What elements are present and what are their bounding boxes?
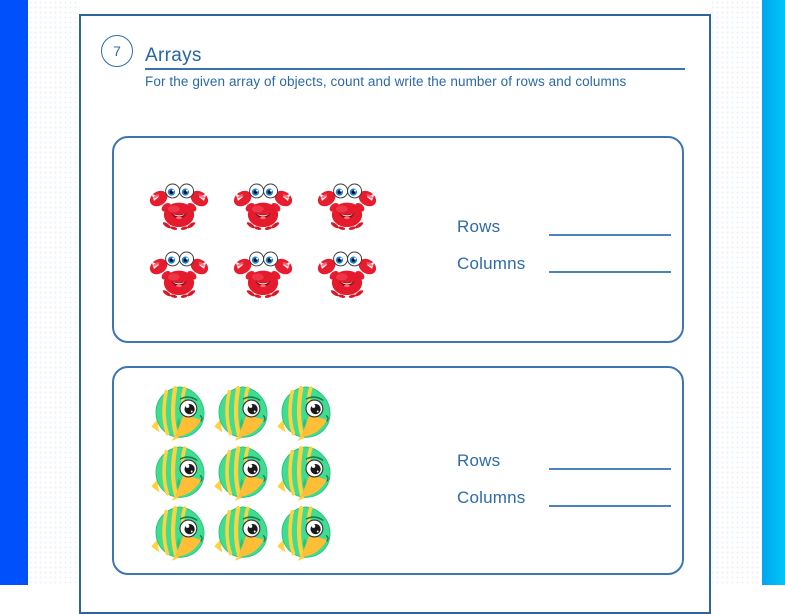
columns-label: Columns: [457, 254, 526, 273]
right-gutter-pattern: [710, 0, 762, 585]
page-title: Arrays: [145, 45, 202, 66]
fish-icon: [150, 504, 210, 562]
fish-icon: [150, 444, 210, 502]
fish-icon: [213, 504, 273, 562]
fish-icon: [213, 444, 273, 502]
fish-icon: [213, 384, 273, 442]
columns-answer-row: Columns: [457, 252, 671, 274]
rows-label: Rows: [457, 217, 501, 236]
instruction-text: For the given array of objects, count an…: [145, 74, 627, 89]
fish-icon: [276, 384, 336, 442]
crab-icon: [147, 178, 211, 233]
rows-answer-blank[interactable]: [549, 450, 671, 470]
columns-answer-row: Columns: [457, 486, 671, 508]
question-number-badge: 7: [101, 35, 133, 67]
right-border-stripe: [762, 0, 785, 585]
worksheet-page: 7 Arrays For the given array of objects,…: [79, 14, 711, 614]
columns-answer-blank[interactable]: [549, 487, 671, 507]
array-box-crabs: Rows Columns: [112, 136, 684, 343]
crab-icon: [231, 246, 295, 301]
rows-answer-blank[interactable]: [549, 216, 671, 236]
rows-answer-row: Rows: [457, 215, 671, 237]
array-box-fish: Rows Columns: [112, 366, 684, 575]
fish-icon: [150, 384, 210, 442]
crab-icon: [315, 246, 379, 301]
title-underline: [145, 68, 685, 70]
crab-icon: [147, 246, 211, 301]
crab-array-grid: [147, 178, 379, 301]
crab-icon: [231, 178, 295, 233]
fish-icon: [276, 444, 336, 502]
rows-label: Rows: [457, 451, 501, 470]
left-border-stripe: [0, 0, 28, 585]
columns-label: Columns: [457, 488, 526, 507]
rows-answer-row: Rows: [457, 449, 671, 471]
left-gutter-pattern: [28, 0, 80, 585]
question-number: 7: [113, 43, 121, 59]
crab-icon: [315, 178, 379, 233]
fish-icon: [276, 504, 336, 562]
columns-answer-blank[interactable]: [549, 253, 671, 273]
fish-array-grid: [150, 384, 336, 562]
